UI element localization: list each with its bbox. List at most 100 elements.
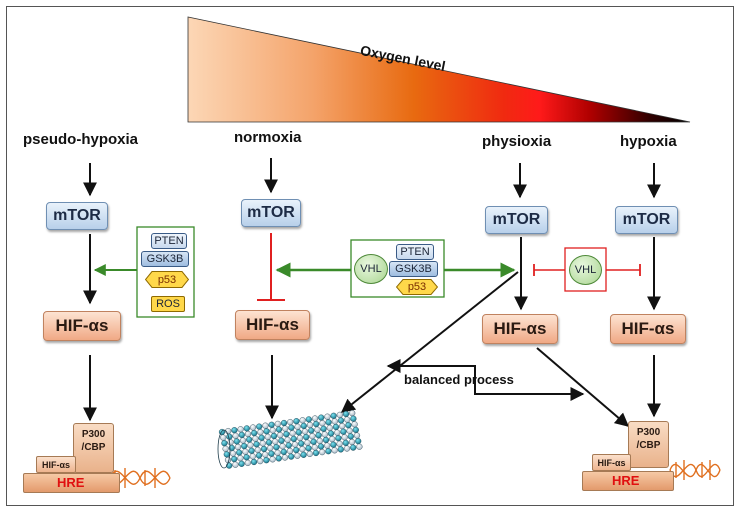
p53-label-normoxia: p53 — [407, 281, 427, 293]
nanotube-atom — [275, 426, 283, 433]
nanotube-atom — [348, 438, 356, 446]
nanotube-atom — [280, 448, 287, 456]
nanotube-atom — [347, 433, 354, 440]
hif-box-physioxia: HIF-αs — [482, 314, 558, 344]
nanotube-atom — [284, 436, 291, 443]
hif-box-hypoxia: HIF-αs — [610, 314, 686, 344]
nanotube-atom — [263, 428, 270, 435]
nanotube-atom — [324, 442, 331, 449]
nanotube-atom — [220, 434, 227, 441]
nanotube-atom — [294, 452, 301, 459]
nanotube-atom — [288, 453, 295, 460]
p53-hexagon-pseudo — [145, 271, 189, 288]
nanotube-atom — [288, 424, 295, 431]
nanotube-atom — [229, 450, 237, 457]
mtor-box-hypoxia: mTOR — [615, 206, 678, 234]
nanotube-atom — [277, 432, 284, 439]
gsk3b-label-pseudo: GSK3B — [141, 251, 189, 267]
nanotube-atom — [274, 449, 281, 456]
balanced-process-label: balanced process — [404, 372, 514, 387]
p300-line1-right: P300 — [636, 427, 661, 438]
nanotube-atom — [274, 420, 281, 428]
nanotube-atom — [325, 448, 332, 455]
nanotube-atom — [300, 422, 307, 430]
nanotube-atom — [330, 441, 337, 448]
nanotube-atom — [227, 439, 234, 446]
nanotube-atom — [355, 438, 362, 445]
nanotube-atom — [236, 449, 243, 456]
hre-block-right — [582, 471, 674, 491]
nanotube-atom — [346, 427, 353, 434]
nanotube-atom — [322, 436, 330, 444]
nanotube-atom — [352, 426, 359, 434]
state-label-hypoxia: hypoxia — [620, 133, 677, 150]
nanotube-atom — [337, 446, 344, 453]
dna-helix-right — [669, 460, 721, 480]
nanotube-atom — [311, 444, 318, 451]
nanotube-atom — [237, 455, 244, 462]
nanotube-atom — [353, 432, 361, 439]
nanotube-atom — [242, 448, 249, 455]
nanotube-atom — [221, 440, 228, 447]
nanotube-atom — [262, 422, 269, 429]
nanotube-atom — [319, 420, 326, 427]
regulator-box-pseudo — [136, 226, 195, 318]
hif-box-pseudo: HIF-αs — [43, 311, 121, 341]
nanotube-atom — [344, 416, 351, 423]
nanotube-atom — [256, 423, 263, 430]
mtor-box-pseudo: mTOR — [46, 202, 108, 230]
nanotube-atom — [223, 451, 230, 458]
nanotube-atom — [268, 421, 275, 428]
nanotube-atom — [273, 444, 280, 451]
nanotube-atom — [238, 431, 245, 439]
nanotube-atom — [331, 447, 338, 454]
p300-block-left: P300 /CBP — [73, 423, 114, 473]
nanotube-atom — [257, 458, 264, 465]
nanotube-atom — [282, 425, 289, 432]
nanotube-atom — [324, 413, 331, 420]
nanotube-atom — [249, 453, 256, 460]
gsk3b-label-normoxia: GSK3B — [389, 261, 438, 277]
nanotube-end-cap — [217, 429, 231, 469]
nanotube-atom — [294, 423, 301, 430]
arrow-physioxia-to-nanotube — [340, 271, 519, 413]
nanotube-atom — [270, 432, 278, 440]
nanotube-atom — [334, 429, 341, 436]
nanotube-graphic — [217, 410, 363, 469]
mtor-box-normoxia: mTOR — [241, 199, 301, 227]
nanotube-atom — [330, 412, 337, 419]
nanotube-atom — [259, 440, 266, 447]
nanotube-atom — [254, 446, 261, 454]
nanotube-atom — [241, 443, 248, 450]
nanotube-atom — [231, 427, 238, 434]
nanotube-atom — [312, 449, 320, 457]
nanotube-atom — [298, 440, 305, 447]
nanotube-atom — [318, 414, 325, 421]
nanotube-atom — [293, 447, 300, 454]
nanotube-atom — [249, 424, 257, 431]
nanotube-atom — [305, 445, 312, 452]
mtor-box-physioxia: mTOR — [485, 206, 548, 234]
nanotube-atom — [303, 434, 310, 441]
nanotube-atom — [342, 410, 350, 418]
nanotube-atom — [339, 423, 346, 430]
nanotube-atom — [244, 430, 252, 438]
nanotube-atom — [231, 456, 238, 463]
nanotube-atom — [315, 432, 322, 439]
nanotube-atom — [345, 422, 352, 429]
nanotube-atom — [287, 419, 294, 426]
nanotube-atom — [351, 421, 358, 428]
nanotube-atom — [300, 451, 307, 458]
pten-label-normoxia: PTEN — [396, 244, 434, 260]
arrow-physioxia-hif-to-complex — [536, 347, 630, 427]
nanotube-atom — [248, 447, 255, 454]
p53-label-pseudo: p53 — [157, 273, 177, 286]
nanotube-atom — [280, 419, 288, 427]
nanotube-atom — [253, 441, 260, 448]
nanotube-atom — [329, 436, 336, 443]
nanotube-atom — [234, 443, 242, 451]
nanotube-atom — [293, 418, 300, 425]
nanotube-atom — [299, 446, 306, 453]
p300-block-right: P300 /CBP — [628, 421, 669, 468]
nanotube-atom — [327, 430, 335, 437]
